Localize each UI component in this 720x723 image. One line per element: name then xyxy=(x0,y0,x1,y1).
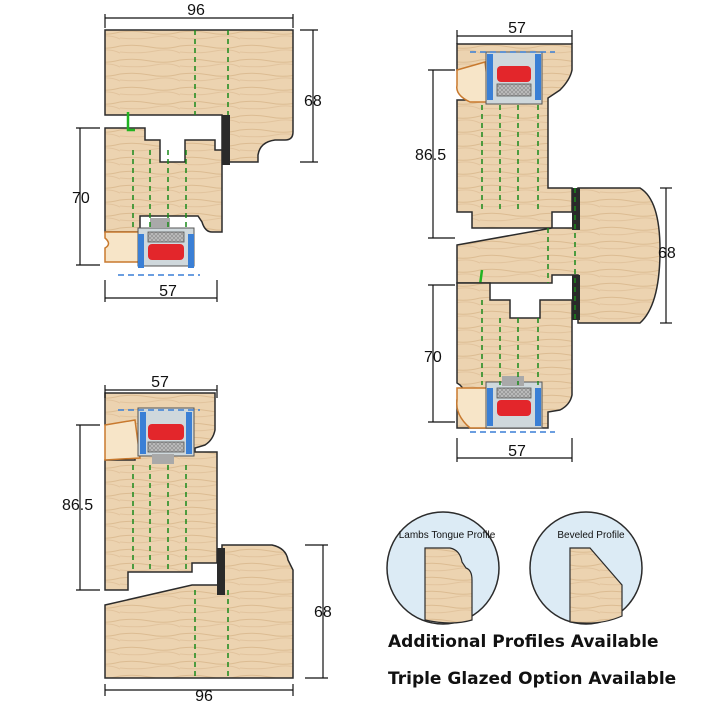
dim-height-left-bottom: 70 xyxy=(424,349,442,366)
dim-width-bottom: 57 xyxy=(508,443,526,460)
seal-grey xyxy=(150,218,170,228)
spacer-bottom-red xyxy=(148,424,184,440)
dim-height-right: 68 xyxy=(658,245,676,262)
dim-width-top: 57 xyxy=(508,20,526,37)
glazing-bead xyxy=(104,231,141,263)
profile-beveled: Beveled Profile xyxy=(529,511,643,625)
dim-height-right: 68 xyxy=(304,93,322,110)
dim-width-top: 57 xyxy=(151,374,169,391)
beveled-label: Beveled Profile xyxy=(557,530,625,541)
spacer-upper-red xyxy=(497,66,531,82)
spacer-upper-mesh xyxy=(496,83,532,97)
section-bottom-left: 57 86.5 68 96 xyxy=(62,374,332,705)
section-top-left: 96 68 70 57 xyxy=(72,2,322,302)
frame-head xyxy=(104,29,294,163)
lambs-tongue-label: Lambs Tongue Profile xyxy=(399,530,496,541)
dim-height-left: 86.5 xyxy=(62,497,93,514)
dim-height-left-top: 86.5 xyxy=(415,147,446,164)
sill xyxy=(104,544,294,679)
spacer-blue-right xyxy=(188,234,194,268)
green-seal xyxy=(126,112,135,132)
dim-width-bottom: 57 xyxy=(159,283,177,300)
spacer-lower-mesh xyxy=(496,387,532,399)
sash-top-left xyxy=(104,127,223,233)
profile-lambs-tongue: Lambs Tongue Profile xyxy=(386,511,500,625)
footer-line-1: Additional Profiles Available xyxy=(388,632,659,652)
spacer-mesh xyxy=(147,231,185,243)
spacer-lower-red xyxy=(497,400,531,416)
bead-bottom xyxy=(104,419,141,461)
dim-width-bottom: 96 xyxy=(195,688,213,705)
spacer-bottom-mesh xyxy=(147,441,185,453)
dim-width-top: 96 xyxy=(187,2,205,19)
gasket xyxy=(222,115,230,165)
spacer-blue-left xyxy=(138,234,144,268)
dim-height-left: 70 xyxy=(72,190,90,207)
bead-upper xyxy=(456,61,491,103)
section-right: 57 86.5 68 70 57 xyxy=(415,20,676,462)
transom xyxy=(456,187,661,324)
spacer-red xyxy=(148,244,184,260)
footer-line-2: Triple Glazed Option Available xyxy=(388,669,676,689)
dim-height-right: 68 xyxy=(314,604,332,621)
beveled-shape xyxy=(569,547,623,624)
lambs-tongue-shape xyxy=(424,547,473,624)
